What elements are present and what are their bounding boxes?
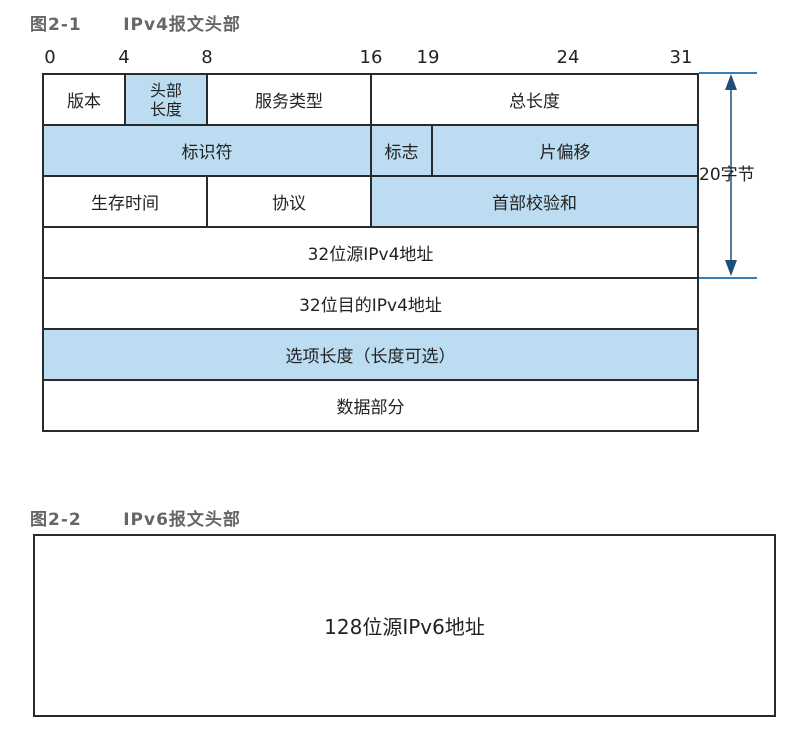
bit-label-0: 0: [44, 47, 56, 68]
figure-2-title: 图2-2 IPv6报文头部: [30, 510, 241, 530]
field-options: 选项长度（长度可选）: [42, 328, 699, 381]
field-identification: 标识符: [42, 124, 372, 177]
figure-1-title: 图2-1 IPv4报文头部: [30, 15, 241, 35]
field-flags: 标志: [370, 124, 433, 177]
field-total-length: 总长度: [370, 73, 699, 126]
bit-label-31: 31: [669, 47, 693, 68]
field-header-checksum: 首部校验和: [370, 175, 699, 228]
header-size-label: 20字节: [699, 165, 755, 185]
bit-label-16: 16: [359, 47, 383, 68]
bit-label-4: 4: [118, 47, 130, 68]
bit-label-24: 24: [556, 47, 580, 68]
measure-top-guide: [699, 72, 757, 74]
field-version: 版本: [42, 73, 126, 126]
field-source-address: 32位源IPv4地址: [42, 226, 699, 279]
field-header-length: 头部 长度: [124, 73, 208, 126]
measure-bottom-guide: [699, 277, 757, 279]
field-type-of-service: 服务类型: [206, 73, 372, 126]
field-header-length-line1: 头部: [149, 80, 182, 100]
field-data: 数据部分: [42, 379, 699, 432]
field-ttl: 生存时间: [42, 175, 208, 228]
field-protocol: 协议: [206, 175, 372, 228]
field-header-length-line2: 长度: [149, 99, 182, 119]
bit-label-8: 8: [201, 47, 213, 68]
bit-label-19: 19: [416, 47, 440, 68]
ipv6-source-address-box: 128位源IPv6地址: [33, 534, 776, 717]
field-destination-address: 32位目的IPv4地址: [42, 277, 699, 330]
double-arrow-icon: [725, 74, 737, 276]
field-fragment-offset: 片偏移: [431, 124, 699, 177]
